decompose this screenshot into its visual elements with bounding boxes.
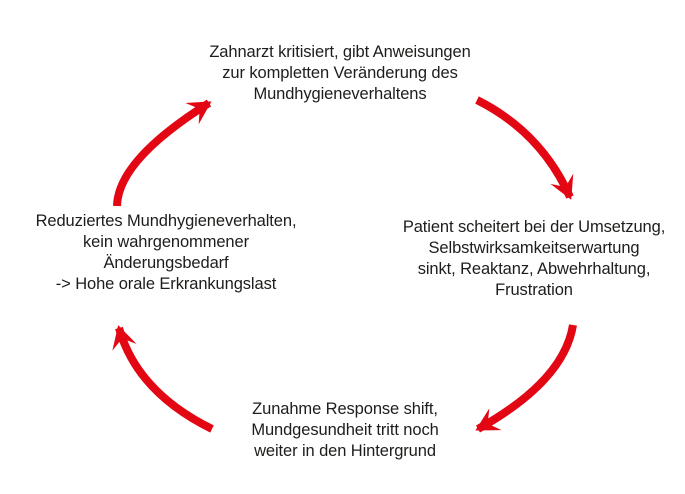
- cycle-step-patient-failure: Patient scheitert bei der Umsetzung, Sel…: [374, 217, 685, 301]
- arrow-bottom-to-left: [112, 325, 214, 433]
- step-line: zur kompletten Veränderung des: [222, 64, 458, 82]
- arrow-right-to-bottom: [475, 324, 577, 433]
- arrow-left-to-top: [113, 99, 212, 207]
- step-line: weiter in den Hintergrund: [254, 442, 436, 460]
- cycle-step-response-shift: Zunahme Response shift, Mundgesundheit t…: [185, 399, 505, 462]
- step-line: Zunahme Response shift,: [252, 400, 438, 418]
- cycle-step-reduced-hygiene: Reduziertes Mundhygieneverhalten, kein w…: [6, 211, 326, 295]
- step-line: Reduziertes Mundhygieneverhalten,: [35, 212, 297, 230]
- step-line: Patient scheitert bei der Umsetzung,: [402, 218, 666, 236]
- step-line: Frustration: [495, 281, 573, 299]
- step-line: Selbstwirksamkeitserwartung: [428, 239, 640, 257]
- step-line: Mundgesundheit tritt noch: [251, 421, 439, 439]
- step-line: Änderungsbedarf: [103, 254, 229, 272]
- step-line: kein wahrgenommener: [83, 233, 249, 251]
- arrow-top-to-right: [475, 96, 574, 200]
- step-line: Zahnarzt kritisiert, gibt Anweisungen: [209, 43, 471, 61]
- step-line: sinkt, Reaktanz, Abwehrhaltung,: [417, 260, 651, 278]
- step-line: -> Hohe orale Erkrankungslast: [55, 275, 277, 293]
- cycle-step-dentist-instructions: Zahnarzt kritisiert, gibt Anweisungen zu…: [180, 42, 500, 105]
- step-line: Mundhygieneverhaltens: [253, 85, 427, 103]
